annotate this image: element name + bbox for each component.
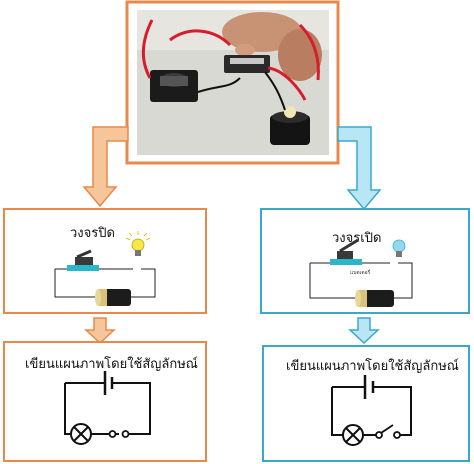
bulb-unlit-icon xyxy=(392,239,406,257)
arrow-right-down xyxy=(348,317,380,345)
closed-circuit-illustration xyxy=(54,231,156,306)
open-circuit-box: วงจรเปิด แบตเตอรี่ xyxy=(260,208,470,314)
closed-circuit-title: วงจรปิด xyxy=(70,226,115,241)
photo-circuit-kit xyxy=(125,0,340,165)
arrow-photo-to-right xyxy=(337,126,382,211)
closed-circuit-box: วงจรปิด xyxy=(3,208,207,314)
switch-closed-icon xyxy=(67,249,99,271)
wire-loop xyxy=(331,386,412,436)
open-symbol-title: เขียนแผนภาพโดยใช้สัญลักษณ์ xyxy=(286,359,459,374)
battery-icon xyxy=(355,290,394,307)
switch-open-icon xyxy=(330,238,362,265)
switch-closed-symbol-icon xyxy=(108,430,130,438)
open-symbol-box: เขียนแผนภาพโดยใช้สัญลักษณ์ xyxy=(262,345,470,462)
closed-symbol-box: เขียนแผนภาพโดยใช้สัญลักษณ์ xyxy=(3,341,207,462)
battery-symbol-icon xyxy=(363,375,375,399)
switch-open-symbol-icon xyxy=(375,424,401,439)
open-symbol-diagram xyxy=(331,375,412,446)
bulb-lit-icon xyxy=(125,231,151,256)
arrow-left-down xyxy=(84,317,116,345)
battery-label: แบตเตอรี่ xyxy=(350,270,371,276)
battery-symbol-icon xyxy=(103,371,114,395)
battery-icon xyxy=(95,289,131,306)
open-circuit-title: วงจรเปิด xyxy=(332,231,382,246)
lamp-symbol-icon xyxy=(342,424,364,446)
wire-loop xyxy=(309,262,413,299)
closed-symbol-diagram xyxy=(64,371,151,445)
arrow-photo-to-left xyxy=(82,126,129,208)
open-circuit-illustration xyxy=(309,238,413,307)
closed-symbol-title: เขียนแผนภาพโดยใช้สัญลักษณ์ xyxy=(25,357,198,372)
wire-loop xyxy=(64,382,151,435)
lamp-symbol-icon xyxy=(70,423,92,445)
